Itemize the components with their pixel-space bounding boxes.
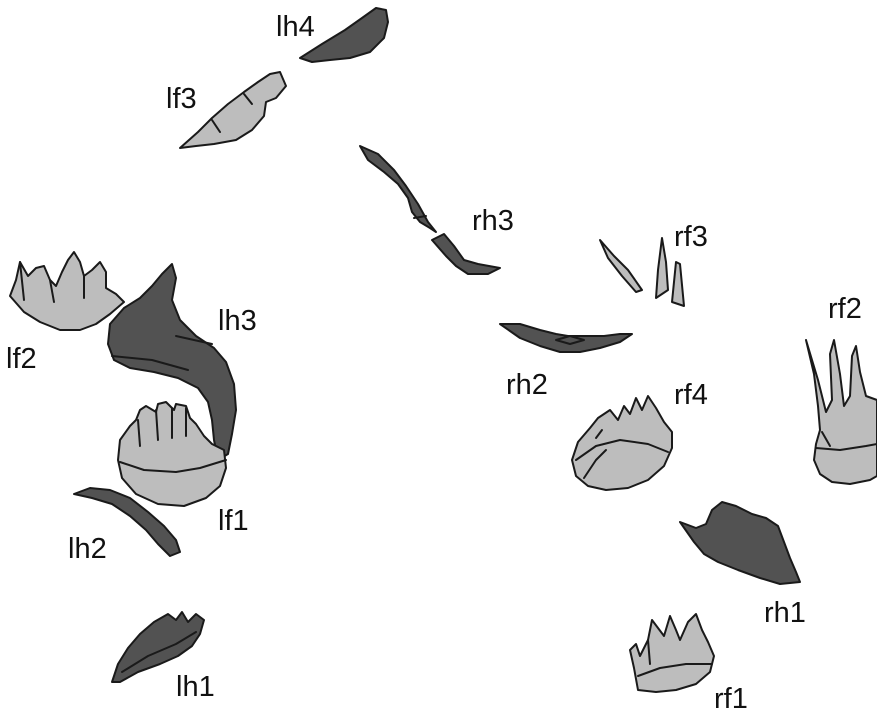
label-rh2: rh2	[506, 369, 548, 401]
fragment-rf1	[630, 614, 714, 692]
label-lh2: lh2	[68, 533, 107, 565]
fragment-lf1	[118, 402, 226, 506]
label-rh1: rh1	[764, 597, 806, 629]
label-rf2: rf2	[828, 293, 862, 325]
fragment-rh2	[500, 324, 632, 352]
label-rf4: rf4	[674, 379, 708, 411]
fragment-lf2	[10, 252, 124, 330]
fragment-rh1	[680, 502, 800, 584]
label-lh4: lh4	[276, 11, 315, 43]
label-rf3: rf3	[674, 221, 708, 253]
fragment-rf3	[600, 238, 684, 306]
label-lf1: lf1	[218, 505, 249, 537]
fragment-rf4	[572, 396, 672, 490]
label-lh3: lh3	[218, 305, 257, 337]
label-lh1: lh1	[176, 671, 215, 703]
label-rf1: rf1	[714, 683, 748, 713]
label-lf2: lf2	[6, 343, 37, 375]
fragment-rf2	[806, 340, 877, 484]
label-rh3: rh3	[472, 205, 514, 237]
label-lf3: lf3	[166, 83, 197, 115]
